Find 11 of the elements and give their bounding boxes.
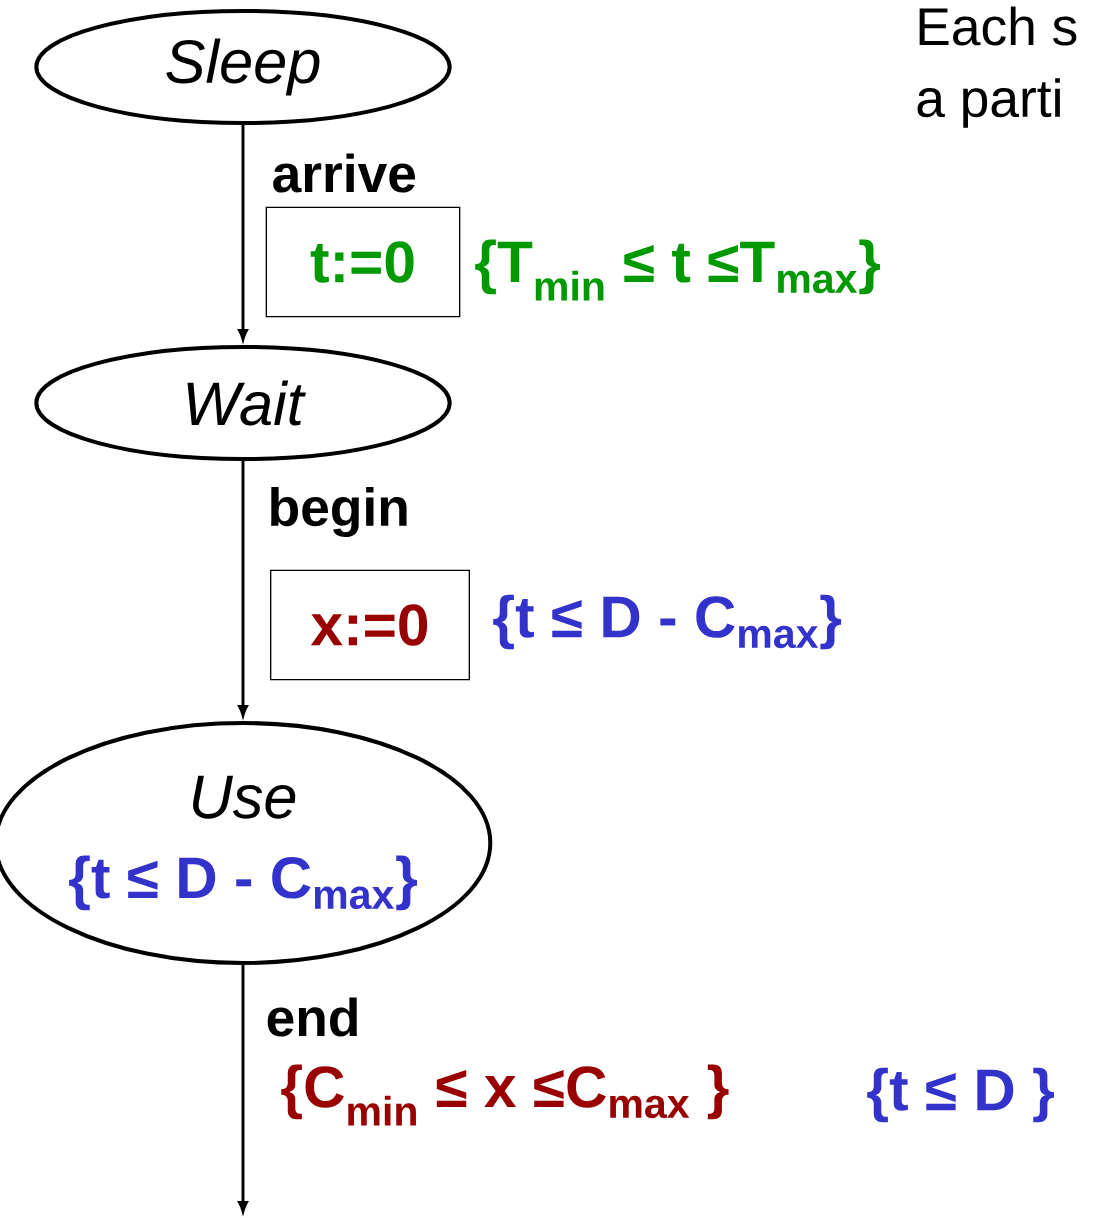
- guard-label: {C$_{min}$ ≤ x ≤C$_{max}$ }: [281, 1064, 729, 1126]
- text-fragment: Each s: [919, 6, 1077, 46]
- edge-label: begin: [266, 485, 412, 539]
- edge-label: arrive: [270, 152, 419, 194]
- text-fragment: a parti: [917, 78, 1060, 128]
- guard-label: {t ≤ D }: [867, 1067, 1054, 1123]
- guard-label: {t ≤ D - C$_{max}$}: [493, 594, 842, 650]
- edge-label: end: [264, 996, 362, 1038]
- guard-label: {T$_{min}$ ≤ t ≤T$_{max}$}: [475, 239, 881, 301]
- assignment-box: t:=0: [265, 206, 461, 318]
- assignment-box: x:=0: [270, 569, 470, 681]
